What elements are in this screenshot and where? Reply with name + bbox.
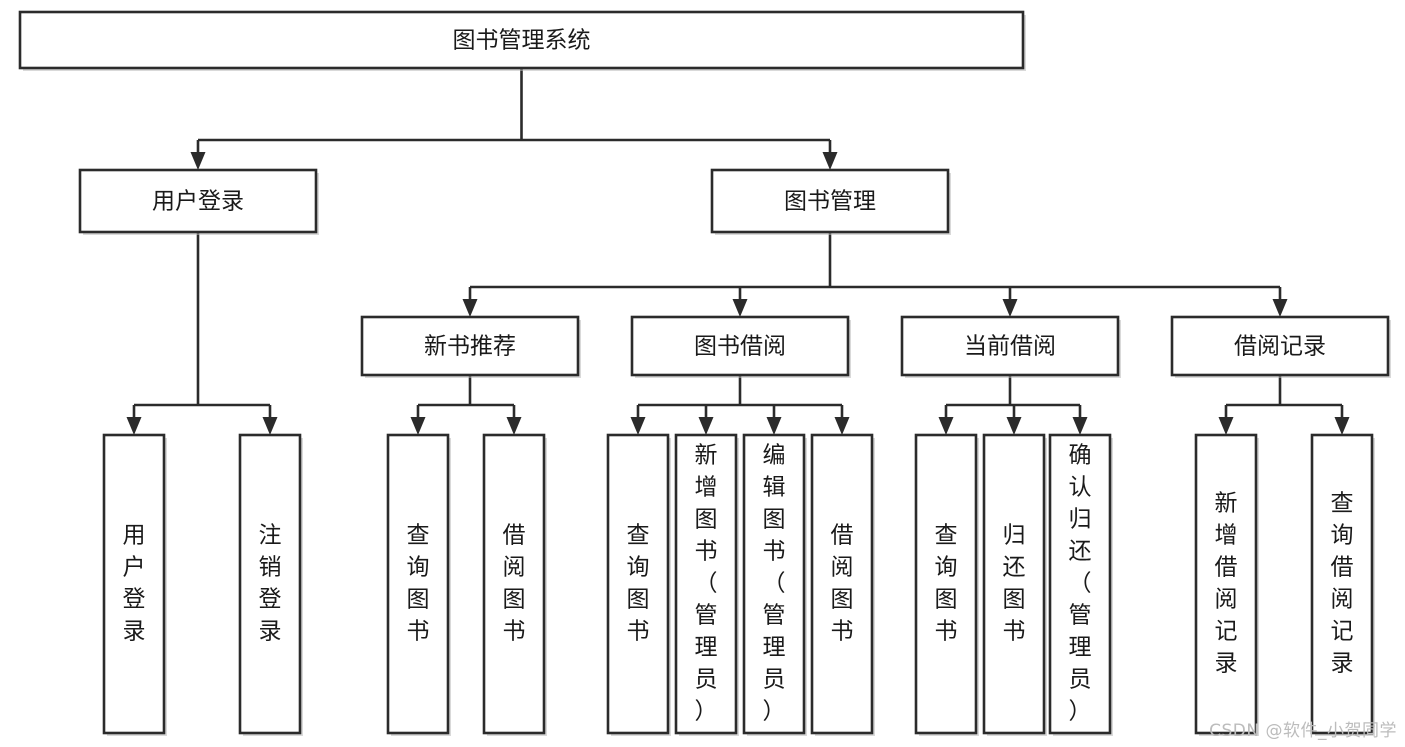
- node-box[interactable]: [710, 168, 950, 234]
- node-box[interactable]: [102, 433, 166, 735]
- node-leaf-query-book-1[interactable]: 查询图书: [386, 433, 451, 736]
- node-box[interactable]: [674, 433, 738, 735]
- node-current-borrow[interactable]: 当前借阅: [900, 315, 1121, 378]
- node-label: 查询借阅记录: [1331, 491, 1354, 677]
- node-label: 图书借阅: [694, 334, 786, 360]
- arrow-head-icon: [698, 417, 714, 435]
- arrow-head-icon: [1272, 299, 1288, 317]
- node-label: 编辑图书（管理员）: [763, 443, 786, 725]
- arrow-head-icon: [1002, 299, 1018, 317]
- arrow-head-icon: [1072, 417, 1088, 435]
- node-root[interactable]: 图书管理系统: [18, 10, 1026, 71]
- arrow-head-icon: [462, 299, 478, 317]
- node-box[interactable]: [386, 433, 450, 735]
- arrow-head-icon: [938, 417, 954, 435]
- arrow-head-icon: [1218, 417, 1234, 435]
- arrow-head-icon: [506, 417, 522, 435]
- node-leaf-query-book-3[interactable]: 查询图书: [914, 433, 979, 736]
- node-box[interactable]: [982, 433, 1046, 735]
- node-box[interactable]: [900, 315, 1120, 377]
- node-label: 图书管理: [784, 189, 876, 215]
- node-label: 用户登录: [123, 523, 146, 645]
- node-box[interactable]: [742, 433, 806, 735]
- node-box[interactable]: [1194, 433, 1258, 735]
- node-label: 新书推荐: [424, 334, 516, 360]
- node-box[interactable]: [78, 168, 318, 234]
- node-leaf-return-book[interactable]: 归还图书: [982, 433, 1047, 736]
- node-label: 新增借阅记录: [1215, 491, 1238, 677]
- arrow-head-icon: [822, 152, 838, 170]
- node-leaf-query-book-2[interactable]: 查询图书: [606, 433, 671, 736]
- node-leaf-add-book[interactable]: 新增图书（管理员）: [674, 433, 739, 736]
- node-label: 查询图书: [407, 523, 430, 645]
- node-leaf-query-record[interactable]: 查询借阅记录: [1310, 433, 1375, 736]
- node-borrow-record[interactable]: 借阅记录: [1170, 315, 1391, 378]
- node-box[interactable]: [630, 315, 850, 377]
- node-label: 图书管理系统: [453, 28, 591, 54]
- node-box[interactable]: [810, 433, 874, 735]
- arrow-head-icon: [834, 417, 850, 435]
- node-label: 注销登录: [259, 523, 282, 645]
- node-label: 借阅记录: [1234, 334, 1326, 360]
- node-box[interactable]: [606, 433, 670, 735]
- node-label: 确认归还（管理员）: [1069, 443, 1092, 725]
- arrow-head-icon: [1334, 417, 1350, 435]
- arrow-head-icon: [126, 417, 142, 435]
- arrow-head-icon: [766, 417, 782, 435]
- arrow-head-icon: [190, 152, 206, 170]
- node-leaf-borrow-book-2[interactable]: 借阅图书: [810, 433, 875, 736]
- node-box[interactable]: [238, 433, 302, 735]
- arrow-head-icon: [262, 417, 278, 435]
- node-label: 借阅图书: [831, 523, 854, 645]
- node-leaf-confirm-return[interactable]: 确认归还（管理员）: [1048, 433, 1113, 736]
- node-label: 借阅图书: [503, 523, 526, 645]
- node-book-manage[interactable]: 图书管理: [710, 168, 951, 235]
- node-leaf-edit-book[interactable]: 编辑图书（管理员）: [742, 433, 807, 736]
- arrow-head-icon: [630, 417, 646, 435]
- node-label: 查询图书: [627, 523, 650, 645]
- node-box[interactable]: [1048, 433, 1112, 735]
- node-box[interactable]: [482, 433, 546, 735]
- node-new-book-recommend[interactable]: 新书推荐: [360, 315, 581, 378]
- arrow-head-icon: [732, 299, 748, 317]
- arrow-head-icon: [410, 417, 426, 435]
- connector-layer: [126, 68, 1350, 435]
- arrow-head-icon: [1006, 417, 1022, 435]
- node-user-login[interactable]: 用户登录: [78, 168, 319, 235]
- node-box[interactable]: [914, 433, 978, 735]
- node-leaf-user-login[interactable]: 用户登录: [102, 433, 167, 736]
- node-box[interactable]: [18, 10, 1025, 70]
- node-leaf-logout[interactable]: 注销登录: [238, 433, 303, 736]
- node-label: 新增图书（管理员）: [695, 443, 718, 725]
- node-box[interactable]: [360, 315, 580, 377]
- node-box[interactable]: [1170, 315, 1390, 377]
- node-leaf-borrow-book-1[interactable]: 借阅图书: [482, 433, 547, 736]
- node-label: 查询图书: [935, 523, 958, 645]
- node-label: 用户登录: [152, 189, 244, 215]
- node-label: 归还图书: [1003, 523, 1026, 645]
- node-leaf-add-record[interactable]: 新增借阅记录: [1194, 433, 1259, 736]
- node-layer: 图书管理系统用户登录图书管理新书推荐图书借阅当前借阅借阅记录用户登录注销登录查询…: [18, 10, 1391, 736]
- node-book-borrow[interactable]: 图书借阅: [630, 315, 851, 378]
- node-label: 当前借阅: [964, 334, 1056, 360]
- node-box[interactable]: [1310, 433, 1374, 735]
- watermark-text: CSDN @软件_小贺同学: [1209, 721, 1397, 741]
